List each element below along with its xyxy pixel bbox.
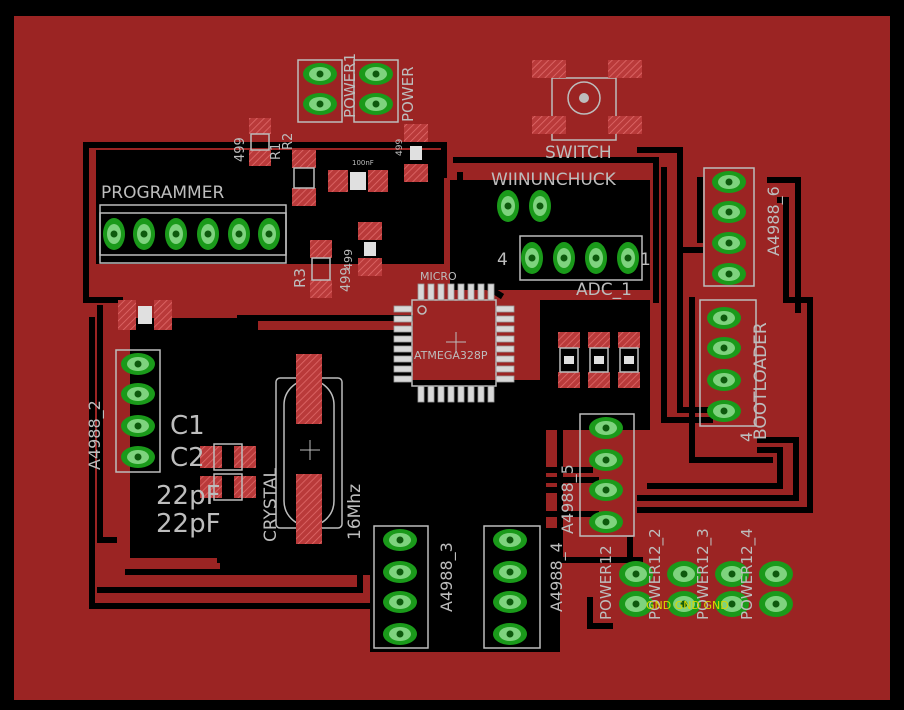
r3-value: 499 [339,267,354,292]
chip-pad [427,385,435,403]
chip-pad [495,315,515,323]
chip-pad [447,385,455,403]
chip-pad [477,283,485,301]
chip-pad [495,375,515,383]
cap1-value: 22pF [156,481,221,511]
chip-pad [467,385,475,403]
adc-pin1-label: 1 [640,250,651,270]
load-capacitors: C1 C2 22pF 22pF [156,411,256,539]
chip-pad [427,283,435,301]
chip-pad [495,365,515,373]
chip-pad [393,305,413,313]
microcontroller: MICRO ATMEGA328P [393,270,515,403]
resistors: 499 R1 R2 499 100nF R3 499 499 [118,118,428,330]
a4988-4-connector: A4988_4 [483,525,567,649]
r2-label: R2 [281,133,296,150]
r1-label: R1 [269,143,284,160]
r3-value-2: 499 [342,249,355,270]
bootloader-pin4-label: 4 [737,432,756,442]
power1-label: POWER1 [341,53,359,118]
crystal-label: CRYSTAL [261,468,281,542]
wiinunchuck-label: WIINUNCHUCK [491,170,617,190]
chip-pad [393,335,413,343]
chip-pad [495,335,515,343]
power-label: POWER [399,66,417,122]
cap-cluster [558,332,640,388]
gnd-labels: GND GND GND [646,599,729,612]
traces [83,142,813,629]
chip-pad [393,315,413,323]
chip-pad [457,283,465,301]
a4988-3-label: A4988_3 [437,542,457,612]
chip-pad [417,385,425,403]
a4988-6-label: A4988_6 [764,186,784,256]
chip-pad [495,305,515,313]
r2-value: 499 [395,139,405,156]
programmer-label: PROGRAMMER [101,183,224,203]
chip-pad [393,345,413,353]
r3-label: R3 [291,268,309,288]
chip-pad [393,325,413,333]
power12-connectors: POWER12 POWER12_2 POWER12_3 POWER12_4 GN… [597,528,793,620]
chip-pad [417,283,425,301]
a4988-5-connector: A4988_5 [558,413,635,537]
power-connector: POWER1 POWER [297,53,417,123]
chip-pad [393,375,413,383]
c2-label: C2 [170,443,205,473]
a4988-2-label: A4988_2 [85,400,105,470]
power12-3-label: POWER12_3 [694,528,713,620]
r1-value: 499 [233,137,248,162]
chip-pads-bottom [417,385,495,403]
adc-connector: 4 1 ADC_1 [497,235,651,300]
a4988-4-label: A4988_4 [547,542,567,612]
power12-2-label: POWER12_2 [646,528,665,620]
programmer-connector: PROGRAMMER [99,183,287,264]
chip-pads-left [393,305,413,383]
capacitor-100nf-label: 100nF [352,159,374,167]
a4988-5-label: A4988_5 [558,464,578,534]
chip-pad [437,283,445,301]
chip-pads-right [495,305,515,383]
switch-component: SWITCH [532,60,642,163]
atmega-label: ATMEGA328P [414,349,488,362]
chip-pad [437,385,445,403]
cap2-value: 22pF [156,509,221,539]
c1-label: C1 [170,411,205,441]
chip-pad [487,385,495,403]
chip-pad [495,325,515,333]
chip-pad [393,355,413,363]
programmer-pads [103,218,280,250]
bootloader-connector: BOOTLOADER 4 [699,299,771,442]
crystal-freq-label: 16Mhz [345,484,365,540]
chip-pad [487,283,495,301]
chip-pad [457,385,465,403]
chip-pad [495,355,515,363]
a4988-6-connector: A4988_6 [703,167,784,287]
bootloader-label: BOOTLOADER [751,322,771,440]
a4988-2-connector: A4988_2 [85,349,161,473]
wiinunchuck-connector: WIINUNCHUCK [491,170,617,222]
adc-label: ADC_1 [576,280,632,300]
chip-pad [393,365,413,373]
switch-label: SWITCH [545,143,612,163]
chip-pad [467,283,475,301]
chip-pads-top [417,283,495,301]
chip-pad [477,385,485,403]
a4988-3-connector: A4988_3 [373,525,457,649]
power12-4-label: POWER12_4 [738,528,757,620]
chip-pad [495,345,515,353]
power12-label: POWER12 [597,545,615,620]
adc-pin4-label: 4 [497,250,508,270]
micro-label: MICRO [420,270,457,283]
chip-pad [447,283,455,301]
crystal-component: CRYSTAL 16Mhz [261,354,365,544]
